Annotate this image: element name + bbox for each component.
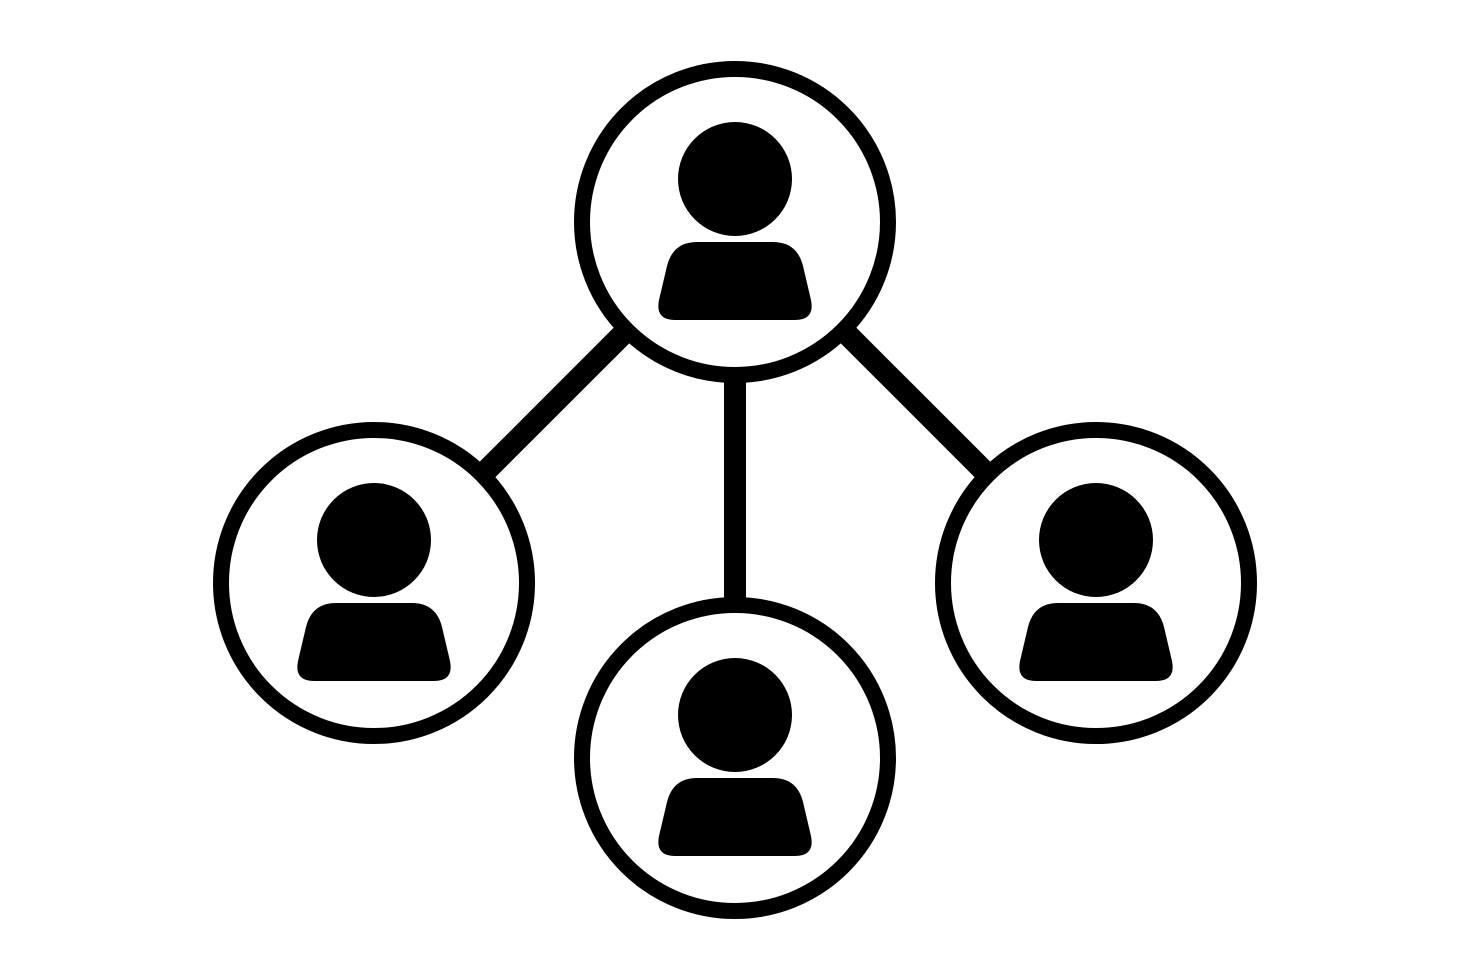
connector-center-right [839, 326, 992, 479]
user-node-center [574, 61, 896, 383]
user-nodes [213, 61, 1257, 919]
user-icon [658, 122, 812, 320]
user-node-left [213, 422, 535, 744]
connectors [478, 326, 992, 599]
user-node-bottom [574, 597, 896, 919]
user-node-right [935, 422, 1257, 744]
connector-center-left [478, 326, 631, 479]
user-icon [658, 658, 812, 856]
user-icon [1019, 483, 1173, 681]
user-icon [297, 483, 451, 681]
